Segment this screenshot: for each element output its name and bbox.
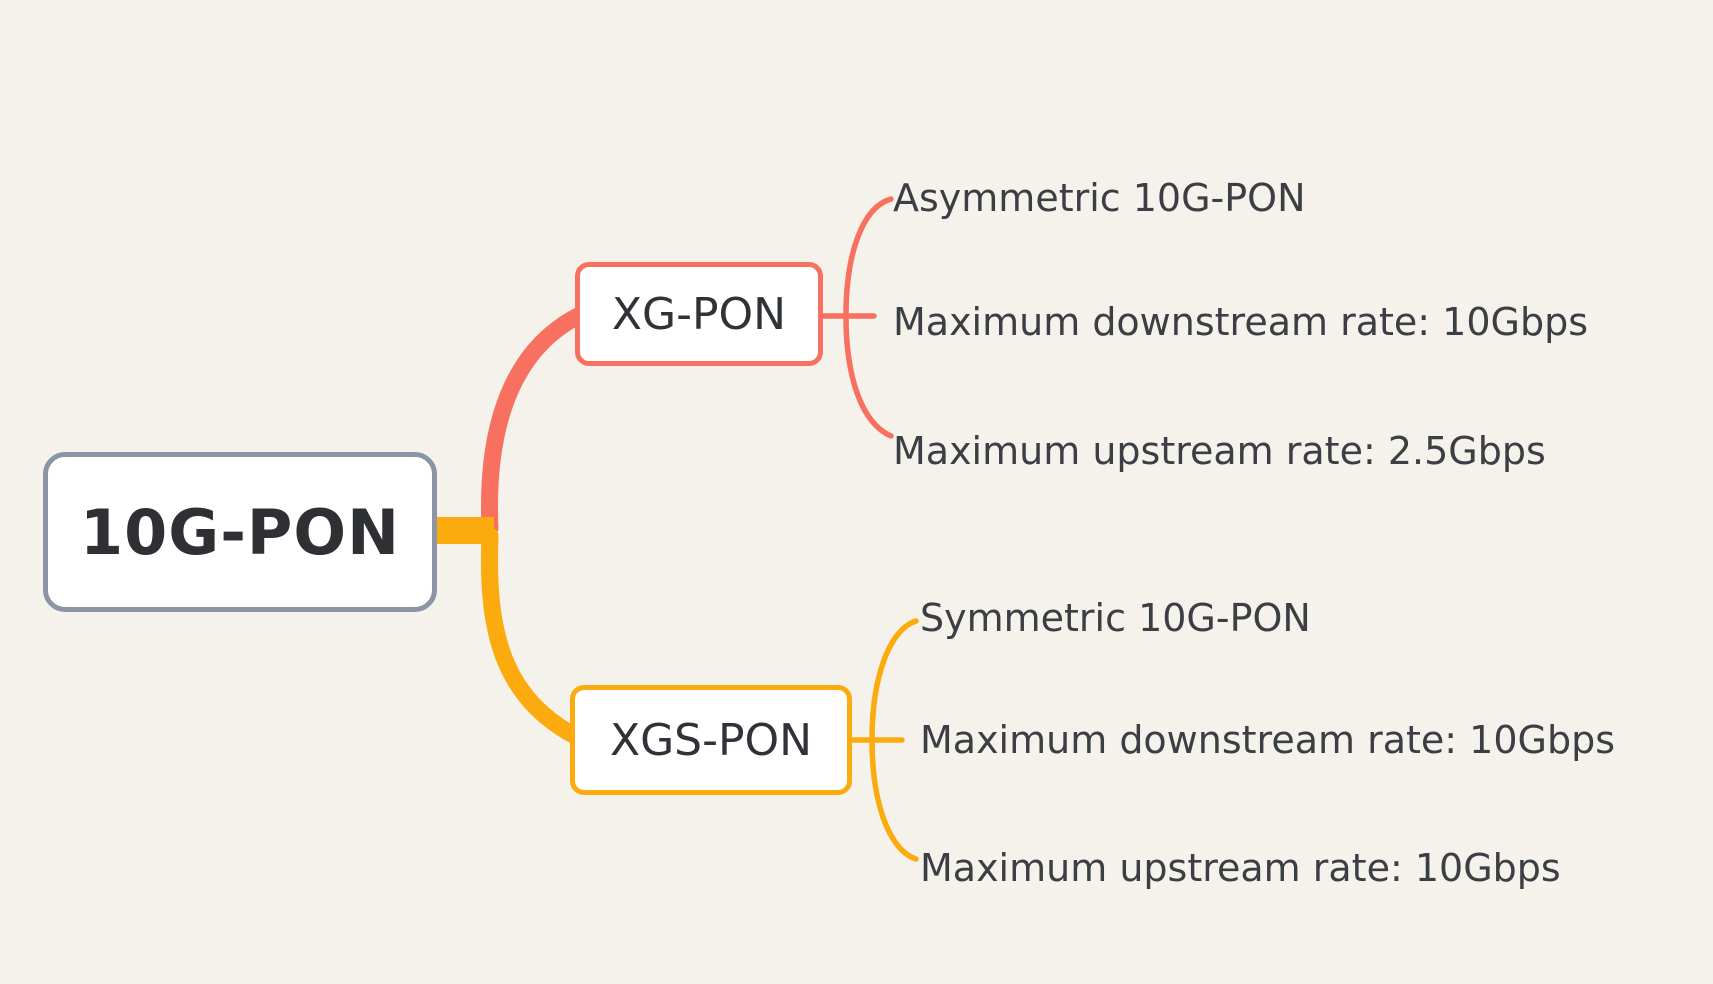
leaf-item-xg-max-downstream[interactable]: Maximum downstream rate: 10Gbps bbox=[893, 300, 1589, 344]
leaf-item-xgs-max-upstream[interactable]: Maximum upstream rate: 10Gbps bbox=[920, 846, 1561, 890]
trunk-connector bbox=[432, 517, 494, 544]
branch-node-xgs-pon[interactable]: XGS-PON bbox=[570, 685, 852, 795]
leaf-item-xg-max-upstream[interactable]: Maximum upstream rate: 2.5Gbps bbox=[893, 429, 1546, 473]
leaf-item-xgs-max-downstream[interactable]: Maximum downstream rate: 10Gbps bbox=[920, 718, 1616, 762]
branch-node-xg-pon[interactable]: XG-PON bbox=[575, 262, 823, 366]
branch-connector-xg-pon bbox=[481, 307, 587, 537]
leaf-connector-xgs-brace bbox=[869, 618, 919, 862]
root-node-10g-pon[interactable]: 10G-PON bbox=[43, 452, 437, 612]
leaf-connector-xg-brace bbox=[843, 196, 894, 439]
branch-connector-xgs-pon bbox=[481, 527, 584, 745]
leaf-item-symmetric-10g-pon[interactable]: Symmetric 10G-PON bbox=[920, 596, 1311, 640]
leaf-item-asymmetric-10g-pon[interactable]: Asymmetric 10G-PON bbox=[893, 176, 1306, 220]
